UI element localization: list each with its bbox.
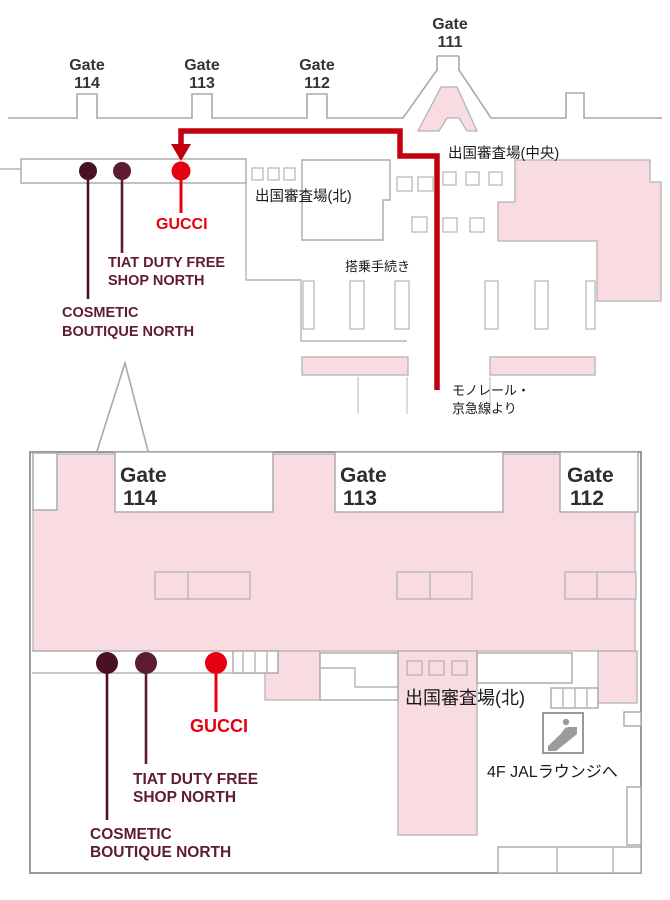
gate-112-box — [559, 451, 639, 513]
gate-111-number: 111 — [438, 34, 463, 51]
gate-111-label: Gate — [432, 16, 468, 33]
route-line — [178, 128, 440, 390]
gate-112-label: Gate — [299, 57, 335, 74]
cosmetic-label-line1: COSMETIC — [62, 305, 139, 321]
escalator-icon — [542, 712, 584, 754]
gate-113-label-detail: Gate — [340, 464, 387, 487]
gate-114-label-detail: Gate — [120, 464, 167, 487]
left-notch — [32, 452, 58, 511]
bottom-map: Gate 114 Gate 113 Gate 112 出国審査場(北) 4F J… — [29, 451, 642, 874]
pink-column — [397, 650, 478, 836]
gucci-marker-detail — [205, 652, 227, 674]
shop-corridor — [20, 158, 247, 184]
immigration-gates-row — [550, 687, 599, 709]
corridor-fade-lines — [357, 377, 491, 414]
cosmetic-marker — [79, 162, 97, 180]
gate-114-label: Gate — [69, 57, 105, 74]
route-arrowhead — [171, 144, 191, 161]
gate-112-number: 112 — [304, 75, 330, 92]
gate-112-label-detail: Gate — [567, 464, 614, 487]
tiat-marker-detail — [135, 652, 157, 674]
immigration-booths-small — [406, 660, 468, 676]
pink-strip-right — [489, 356, 596, 376]
gate-114-box — [114, 451, 274, 513]
tiat-label-detail-line2: SHOP NORTH — [133, 789, 236, 806]
gate-114-number-detail: 114 — [123, 487, 157, 510]
gate-112-number-detail: 112 — [570, 487, 604, 510]
tiat-label-detail-line1: TIAT DUTY FREE — [133, 771, 258, 788]
top-map: Gate 114 Gate 113 Gate 112 Gate 111 出国審査… — [0, 16, 662, 416]
cosmetic-label-line2: BOUTIQUE NORTH — [62, 324, 194, 340]
boarding-label: 搭乗手続き — [345, 259, 410, 274]
bottom-right-rooms — [497, 846, 642, 874]
tiat-marker — [113, 162, 131, 180]
immigration-north-label: 出国審査場(北) — [255, 188, 352, 205]
gate-111-area — [416, 86, 479, 132]
stairs — [232, 650, 279, 674]
immigration-booths-center — [396, 171, 503, 233]
cosmetic-label-detail-line1: COSMETIC — [90, 826, 172, 843]
partition-room — [319, 652, 399, 701]
immigration-north-label-detail: 出国審査場(北) — [405, 688, 525, 708]
gate-113-box — [334, 451, 504, 513]
right-edge-box — [626, 786, 642, 846]
pink-strip-left — [301, 356, 409, 376]
tiat-label-line1: TIAT DUTY FREE — [108, 255, 225, 271]
immigration-north-box-detail — [476, 652, 573, 684]
terminal-outline — [8, 55, 662, 119]
monorail-label-line2: 京急線より — [452, 401, 517, 416]
immigration-center-area — [497, 159, 662, 302]
counter-islands — [154, 571, 637, 600]
cosmetic-marker-detail — [96, 652, 118, 674]
checkin-counters — [302, 280, 596, 330]
zoom-connector — [96, 360, 149, 452]
immigration-center-label: 出国審査場(中央) — [448, 145, 559, 162]
immigration-north-box — [301, 159, 391, 241]
gucci-label: GUCCI — [156, 216, 208, 233]
monorail-label-line1: モノレール・ — [452, 383, 530, 398]
gucci-marker — [171, 161, 191, 181]
gate-114-number: 114 — [74, 75, 100, 92]
pink-block-right — [597, 650, 638, 704]
gate-113-number-detail: 113 — [343, 487, 377, 510]
gate-113-number: 113 — [189, 75, 215, 92]
tiat-label-line2: SHOP NORTH — [108, 273, 204, 289]
right-small-box — [623, 711, 642, 727]
cosmetic-label-detail-line2: BOUTIQUE NORTH — [90, 844, 231, 861]
inner-boundary — [245, 183, 407, 342]
gucci-label-detail: GUCCI — [190, 716, 248, 736]
immigration-booths-north — [251, 167, 296, 181]
jal-lounge-label: 4F JALラウンジへ — [487, 763, 618, 781]
gate-113-label: Gate — [184, 57, 220, 74]
